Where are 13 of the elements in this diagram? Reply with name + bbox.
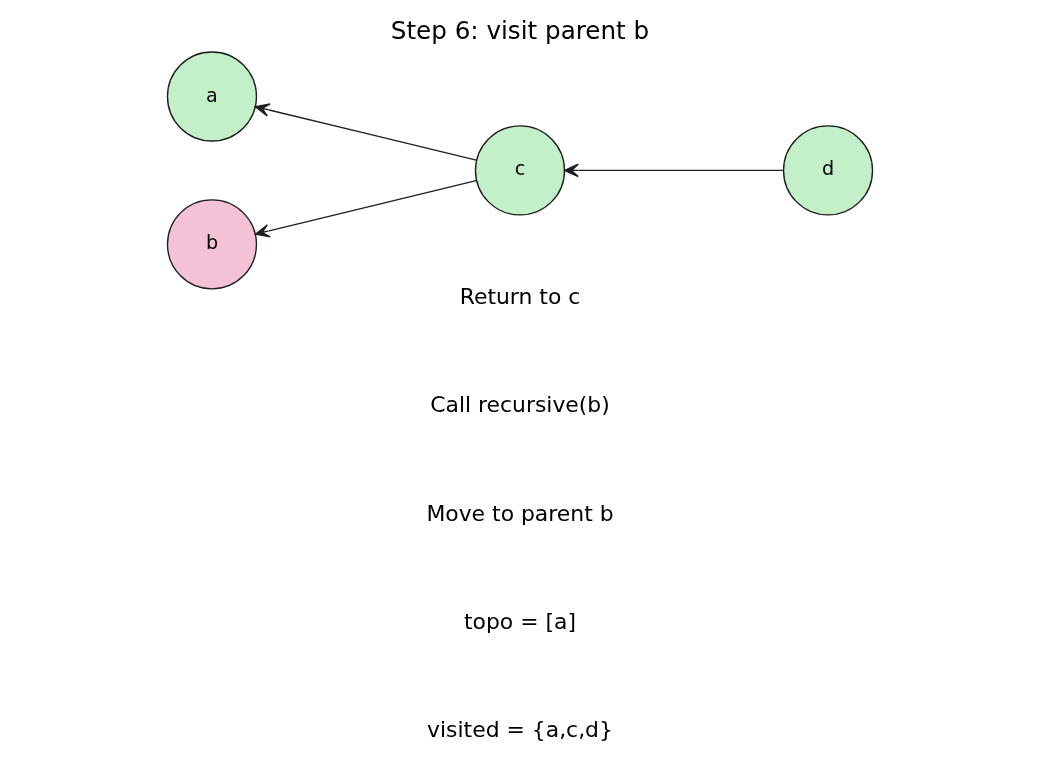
node-circle: c — [474, 125, 566, 216]
label: topo = [a] — [463, 608, 577, 634]
arrow — [563, 163, 784, 178]
arrow — [254, 180, 477, 238]
node-circle: b — [166, 199, 258, 290]
arrow — [254, 103, 477, 161]
diagram-title: Step 6: visit parent b — [390, 15, 650, 45]
label: Move to parent b — [426, 500, 614, 526]
label: visited = {a,c,d} — [427, 716, 613, 742]
label: Return to c — [459, 284, 581, 310]
node-circle: a — [166, 51, 258, 142]
label: Call recursive(b) — [430, 392, 610, 418]
node-circle: d — [782, 125, 874, 216]
